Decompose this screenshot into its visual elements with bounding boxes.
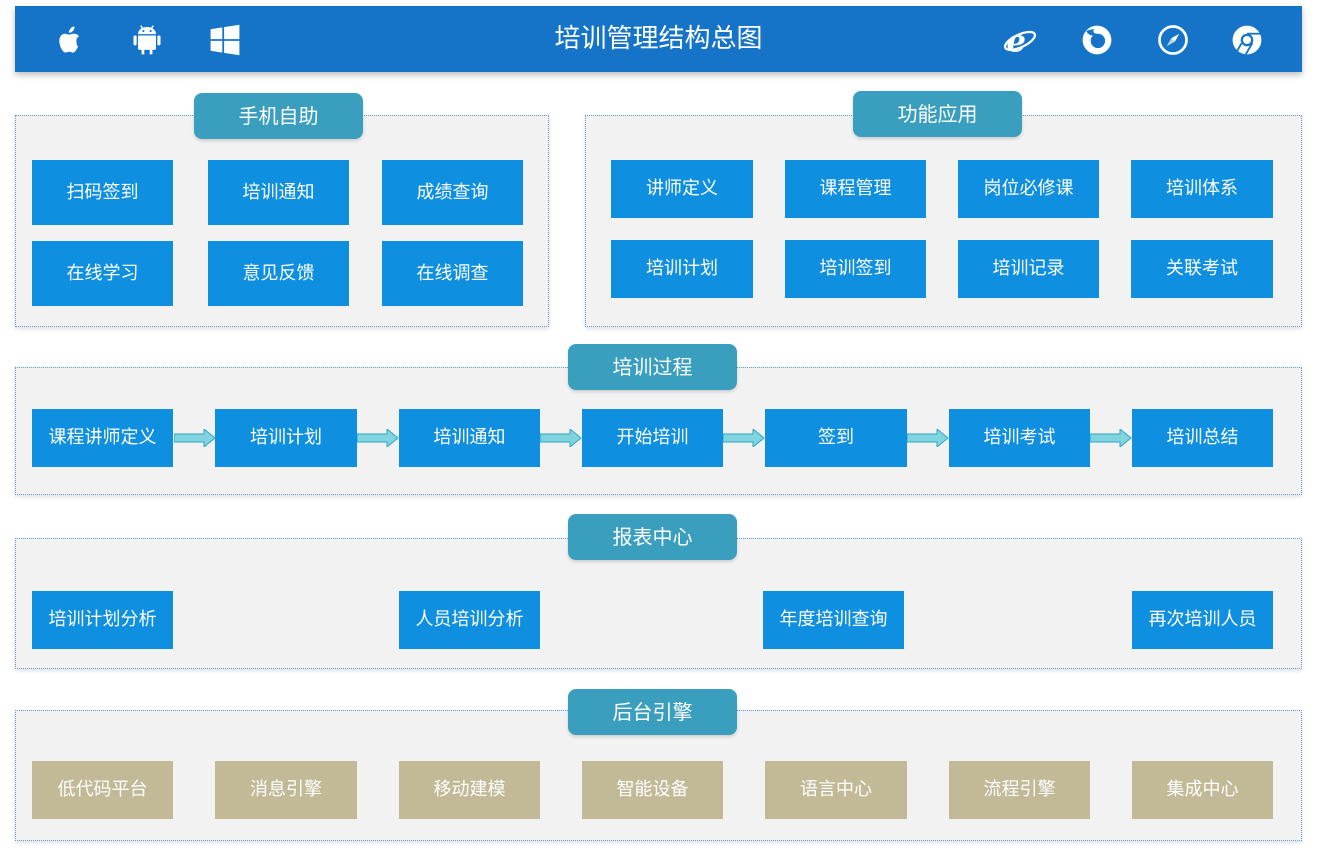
- arrow-icon: [174, 429, 216, 447]
- page-title: 培训管理结构总图: [554, 24, 763, 54]
- process-step-summary[interactable]: 培训总结: [1132, 409, 1273, 467]
- process-step-checkin[interactable]: 签到: [765, 409, 907, 467]
- process-step-exam[interactable]: 培训考试: [949, 409, 1090, 467]
- mobile-section-title: 手机自助: [194, 93, 363, 139]
- process-step-plan[interactable]: 培训计划: [215, 409, 357, 467]
- function-item-checkin[interactable]: 培训签到: [785, 240, 926, 298]
- header-bar: 培训管理结构总图 e: [15, 6, 1302, 72]
- process-step-notice[interactable]: 培训通知: [399, 409, 540, 467]
- engine-item-message[interactable]: 消息引擎: [215, 761, 357, 819]
- arrow-icon: [907, 429, 949, 447]
- report-item-annual-query[interactable]: 年度培训查询: [763, 591, 904, 649]
- arrow-icon: [540, 429, 582, 447]
- process-step-start[interactable]: 开始培训: [582, 409, 723, 467]
- engine-item-mobile-modeling[interactable]: 移动建模: [399, 761, 540, 819]
- mobile-item-feedback[interactable]: 意见反馈: [208, 241, 349, 306]
- function-item-plan[interactable]: 培训计划: [611, 240, 753, 298]
- android-icon: [127, 20, 167, 60]
- engine-item-integration[interactable]: 集成中心: [1132, 761, 1273, 819]
- report-item-plan-analysis[interactable]: 培训计划分析: [32, 591, 173, 649]
- mobile-item-scan-checkin[interactable]: 扫码签到: [32, 160, 173, 225]
- arrow-icon: [1090, 429, 1132, 447]
- mobile-item-notice[interactable]: 培训通知: [208, 160, 349, 225]
- mobile-item-survey[interactable]: 在线调查: [382, 241, 523, 306]
- function-section-title: 功能应用: [853, 91, 1022, 137]
- safari-icon: [1153, 20, 1193, 60]
- process-section-title: 培训过程: [568, 344, 737, 390]
- chrome-icon: [1227, 20, 1267, 60]
- function-item-lecturer[interactable]: 讲师定义: [611, 160, 753, 218]
- arrow-icon: [357, 429, 399, 447]
- function-item-system[interactable]: 培训体系: [1131, 160, 1273, 218]
- engine-section-title: 后台引擎: [568, 689, 737, 735]
- mobile-item-score[interactable]: 成绩查询: [382, 160, 523, 225]
- engine-item-workflow[interactable]: 流程引擎: [949, 761, 1090, 819]
- engine-item-language[interactable]: 语言中心: [765, 761, 907, 819]
- engine-item-smart-device[interactable]: 智能设备: [582, 761, 723, 819]
- engine-item-lowcode[interactable]: 低代码平台: [32, 761, 173, 819]
- windows-icon: [205, 20, 245, 60]
- report-section-title: 报表中心: [568, 514, 737, 560]
- arrow-icon: [723, 429, 765, 447]
- function-item-record[interactable]: 培训记录: [958, 240, 1099, 298]
- firefox-icon: [1077, 20, 1117, 60]
- report-item-retrain-staff[interactable]: 再次培训人员: [1132, 591, 1273, 649]
- function-item-required-course[interactable]: 岗位必修课: [958, 160, 1099, 218]
- function-item-course[interactable]: 课程管理: [785, 160, 926, 218]
- process-step-lecturer[interactable]: 课程讲师定义: [32, 409, 173, 467]
- apple-icon: [51, 20, 91, 60]
- ie-icon: e: [1000, 20, 1040, 60]
- report-item-staff-analysis[interactable]: 人员培训分析: [399, 591, 540, 649]
- mobile-item-online-study[interactable]: 在线学习: [32, 241, 173, 306]
- function-item-exam[interactable]: 关联考试: [1131, 240, 1273, 298]
